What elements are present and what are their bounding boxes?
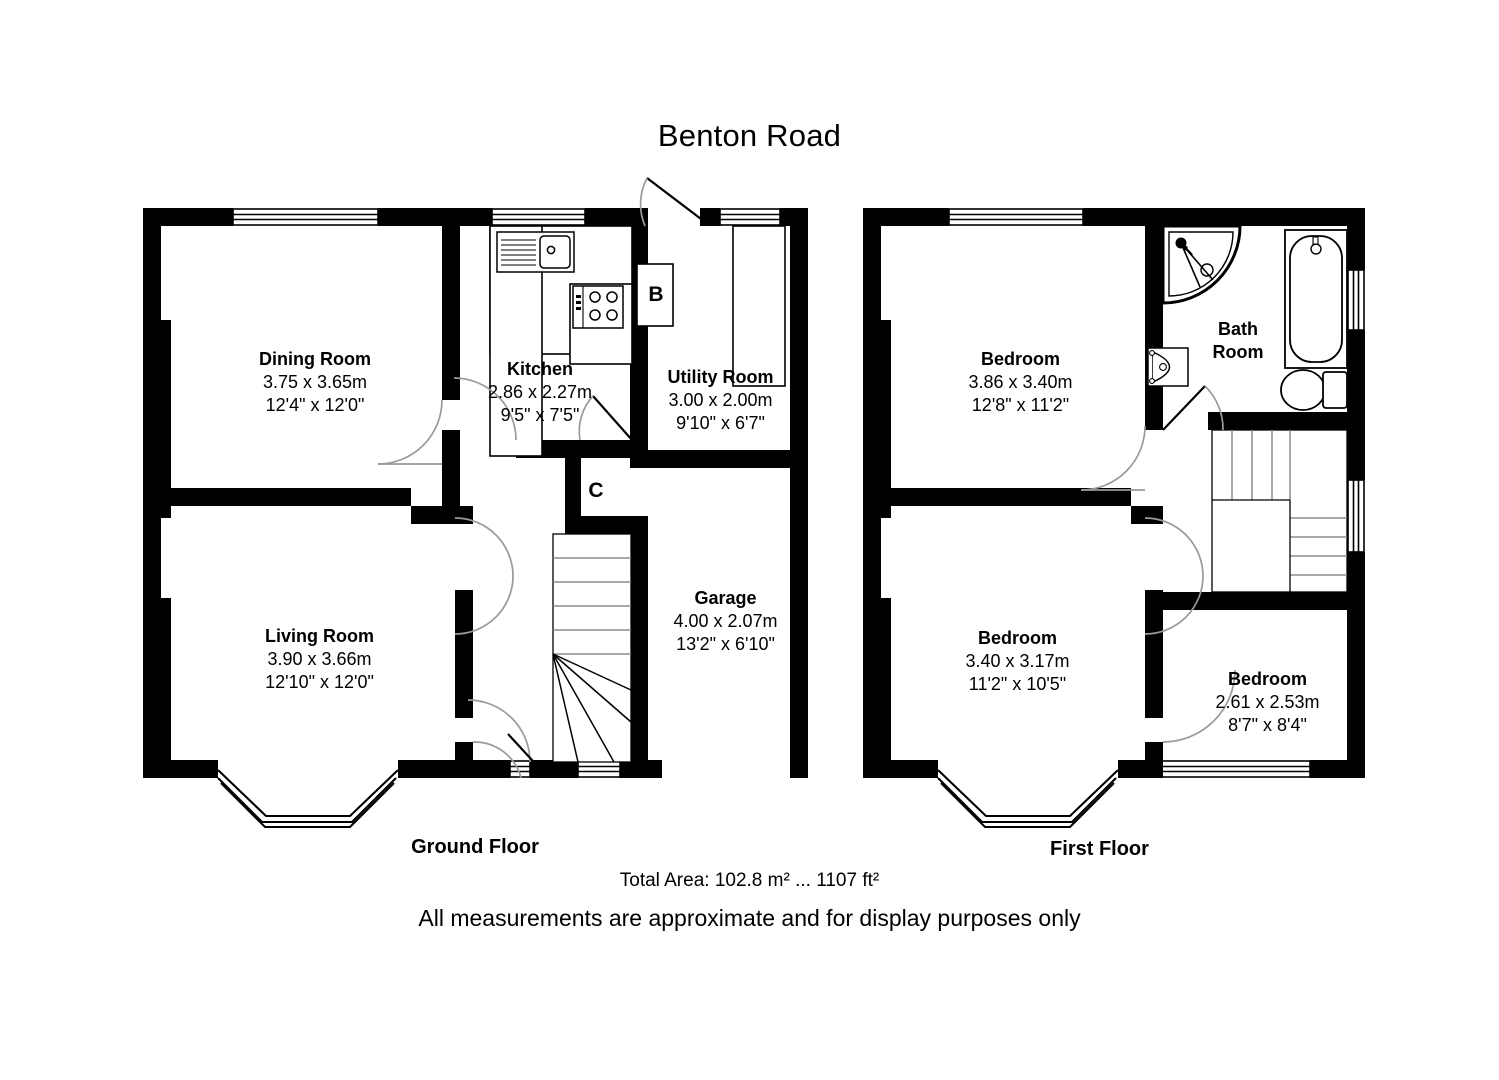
- first-windows: [948, 208, 1365, 778]
- first-door-leaves: [1162, 385, 1224, 431]
- room-name: Bedroom: [1227, 669, 1307, 689]
- kitchen-sink-icon: [496, 231, 575, 273]
- room-dimensions-imperial: 12'10" x 12'0": [265, 672, 374, 693]
- room-name: Bedroom: [980, 349, 1060, 369]
- shower-icon: [1161, 224, 1242, 305]
- boiler-box: [636, 263, 674, 327]
- ground-staircase: [552, 533, 632, 763]
- marker-letter-text: C: [588, 479, 604, 502]
- first-interior-walls: [881, 226, 1365, 778]
- first-door-arcs: [1080, 425, 1236, 743]
- room-name: Bath: [1218, 319, 1258, 339]
- room-label-bedroom-2: Bedroom 3.40 x 3.17m 11'2" x 10'5": [910, 627, 1125, 696]
- room-dimensions-metric: 4.00 x 2.07m: [673, 611, 778, 632]
- bathroom-fixtures: [1147, 224, 1348, 411]
- room-label-living-room: Living Room 3.90 x 3.66m 12'10" x 12'0": [212, 625, 427, 694]
- kitchen-hob-icon: [572, 285, 624, 329]
- room-name: Bedroom: [977, 628, 1057, 648]
- first-floor-group: [863, 208, 1365, 829]
- room-name: Utility Room: [667, 367, 774, 387]
- ground-floor-group: [143, 177, 808, 829]
- first-staircase: [1211, 429, 1348, 593]
- room-name: Living Room: [265, 626, 374, 646]
- marker-boiler: B: [645, 284, 667, 305]
- room-dimensions-metric: 3.00 x 2.00m: [668, 390, 773, 411]
- room-name-line2: Room: [1212, 342, 1264, 363]
- ground-windows: [232, 208, 781, 778]
- total-area-text: Total Area: 102.8 m² ... 1107 ft²: [619, 870, 880, 891]
- room-dimensions-imperial: 9'10" x 6'7": [676, 413, 765, 434]
- room-dimensions-imperial: 12'4" x 12'0": [265, 395, 365, 416]
- room-label-kitchen: Kitchen 2.86 x 2.27m 9'5" x 7'5": [455, 358, 625, 427]
- marker-letter-text: B: [648, 283, 664, 306]
- room-name: Kitchen: [506, 359, 573, 379]
- disclaimer-text: All measurements are approximate and for…: [418, 905, 1081, 931]
- utility-worktop: [732, 225, 786, 387]
- room-dimensions-metric: 2.61 x 2.53m: [1215, 692, 1320, 713]
- ground-bay-window: [217, 769, 399, 829]
- room-label-garage: Garage 4.00 x 2.07m 13'2" x 6'10": [638, 587, 813, 656]
- room-dimensions-imperial: 11'2" x 10'5": [968, 674, 1067, 695]
- room-label-bedroom-3: Bedroom 2.61 x 2.53m 8'7" x 8'4": [1160, 668, 1375, 737]
- room-dimensions-metric: 3.86 x 3.40m: [968, 372, 1073, 393]
- room-dimensions-imperial: 12'8" x 11'2": [971, 395, 1070, 416]
- room-dimensions-metric: 2.86 x 2.27m: [487, 382, 593, 403]
- room-label-dining-room: Dining Room 3.75 x 3.65m 12'4" x 12'0": [205, 348, 425, 417]
- ground-outer-walls: [143, 208, 808, 778]
- room-name: Garage: [694, 588, 757, 608]
- room-name: Dining Room: [259, 349, 371, 369]
- bathtub-icon: [1284, 229, 1348, 369]
- toilet-icon: [1280, 369, 1348, 411]
- room-label-bath-room: Bath Room: [1178, 318, 1298, 364]
- room-label-utility-room: Utility Room 3.00 x 2.00m 9'10" x 6'7": [633, 366, 808, 435]
- room-dimensions-metric: 3.40 x 3.17m: [965, 651, 1070, 672]
- room-label-bedroom-1: Bedroom 3.86 x 3.40m 12'8" x 11'2": [913, 348, 1128, 417]
- ground-door-arcs: [377, 377, 531, 779]
- ground-door-leaves: [507, 177, 706, 773]
- room-dimensions-imperial: 9'5" x 7'5": [500, 405, 580, 426]
- basin-icon: [1147, 347, 1189, 387]
- first-outer-walls: [863, 208, 1365, 778]
- utility-fixtures: [636, 225, 786, 387]
- ground-floor-caption: Ground Floor: [411, 836, 539, 858]
- room-dimensions-metric: 3.90 x 3.66m: [267, 649, 372, 670]
- room-dimensions-imperial: 13'2" x 6'10": [676, 634, 775, 655]
- first-bay-window: [937, 769, 1119, 829]
- marker-cupboard: C: [585, 480, 607, 501]
- kitchen-fixtures: [489, 225, 633, 457]
- room-dimensions-imperial: 8'7" x 8'4": [1228, 715, 1307, 736]
- first-floor-caption: First Floor: [1050, 838, 1149, 860]
- page-title: Benton Road: [657, 118, 842, 153]
- room-dimensions-metric: 3.75 x 3.65m: [262, 372, 368, 393]
